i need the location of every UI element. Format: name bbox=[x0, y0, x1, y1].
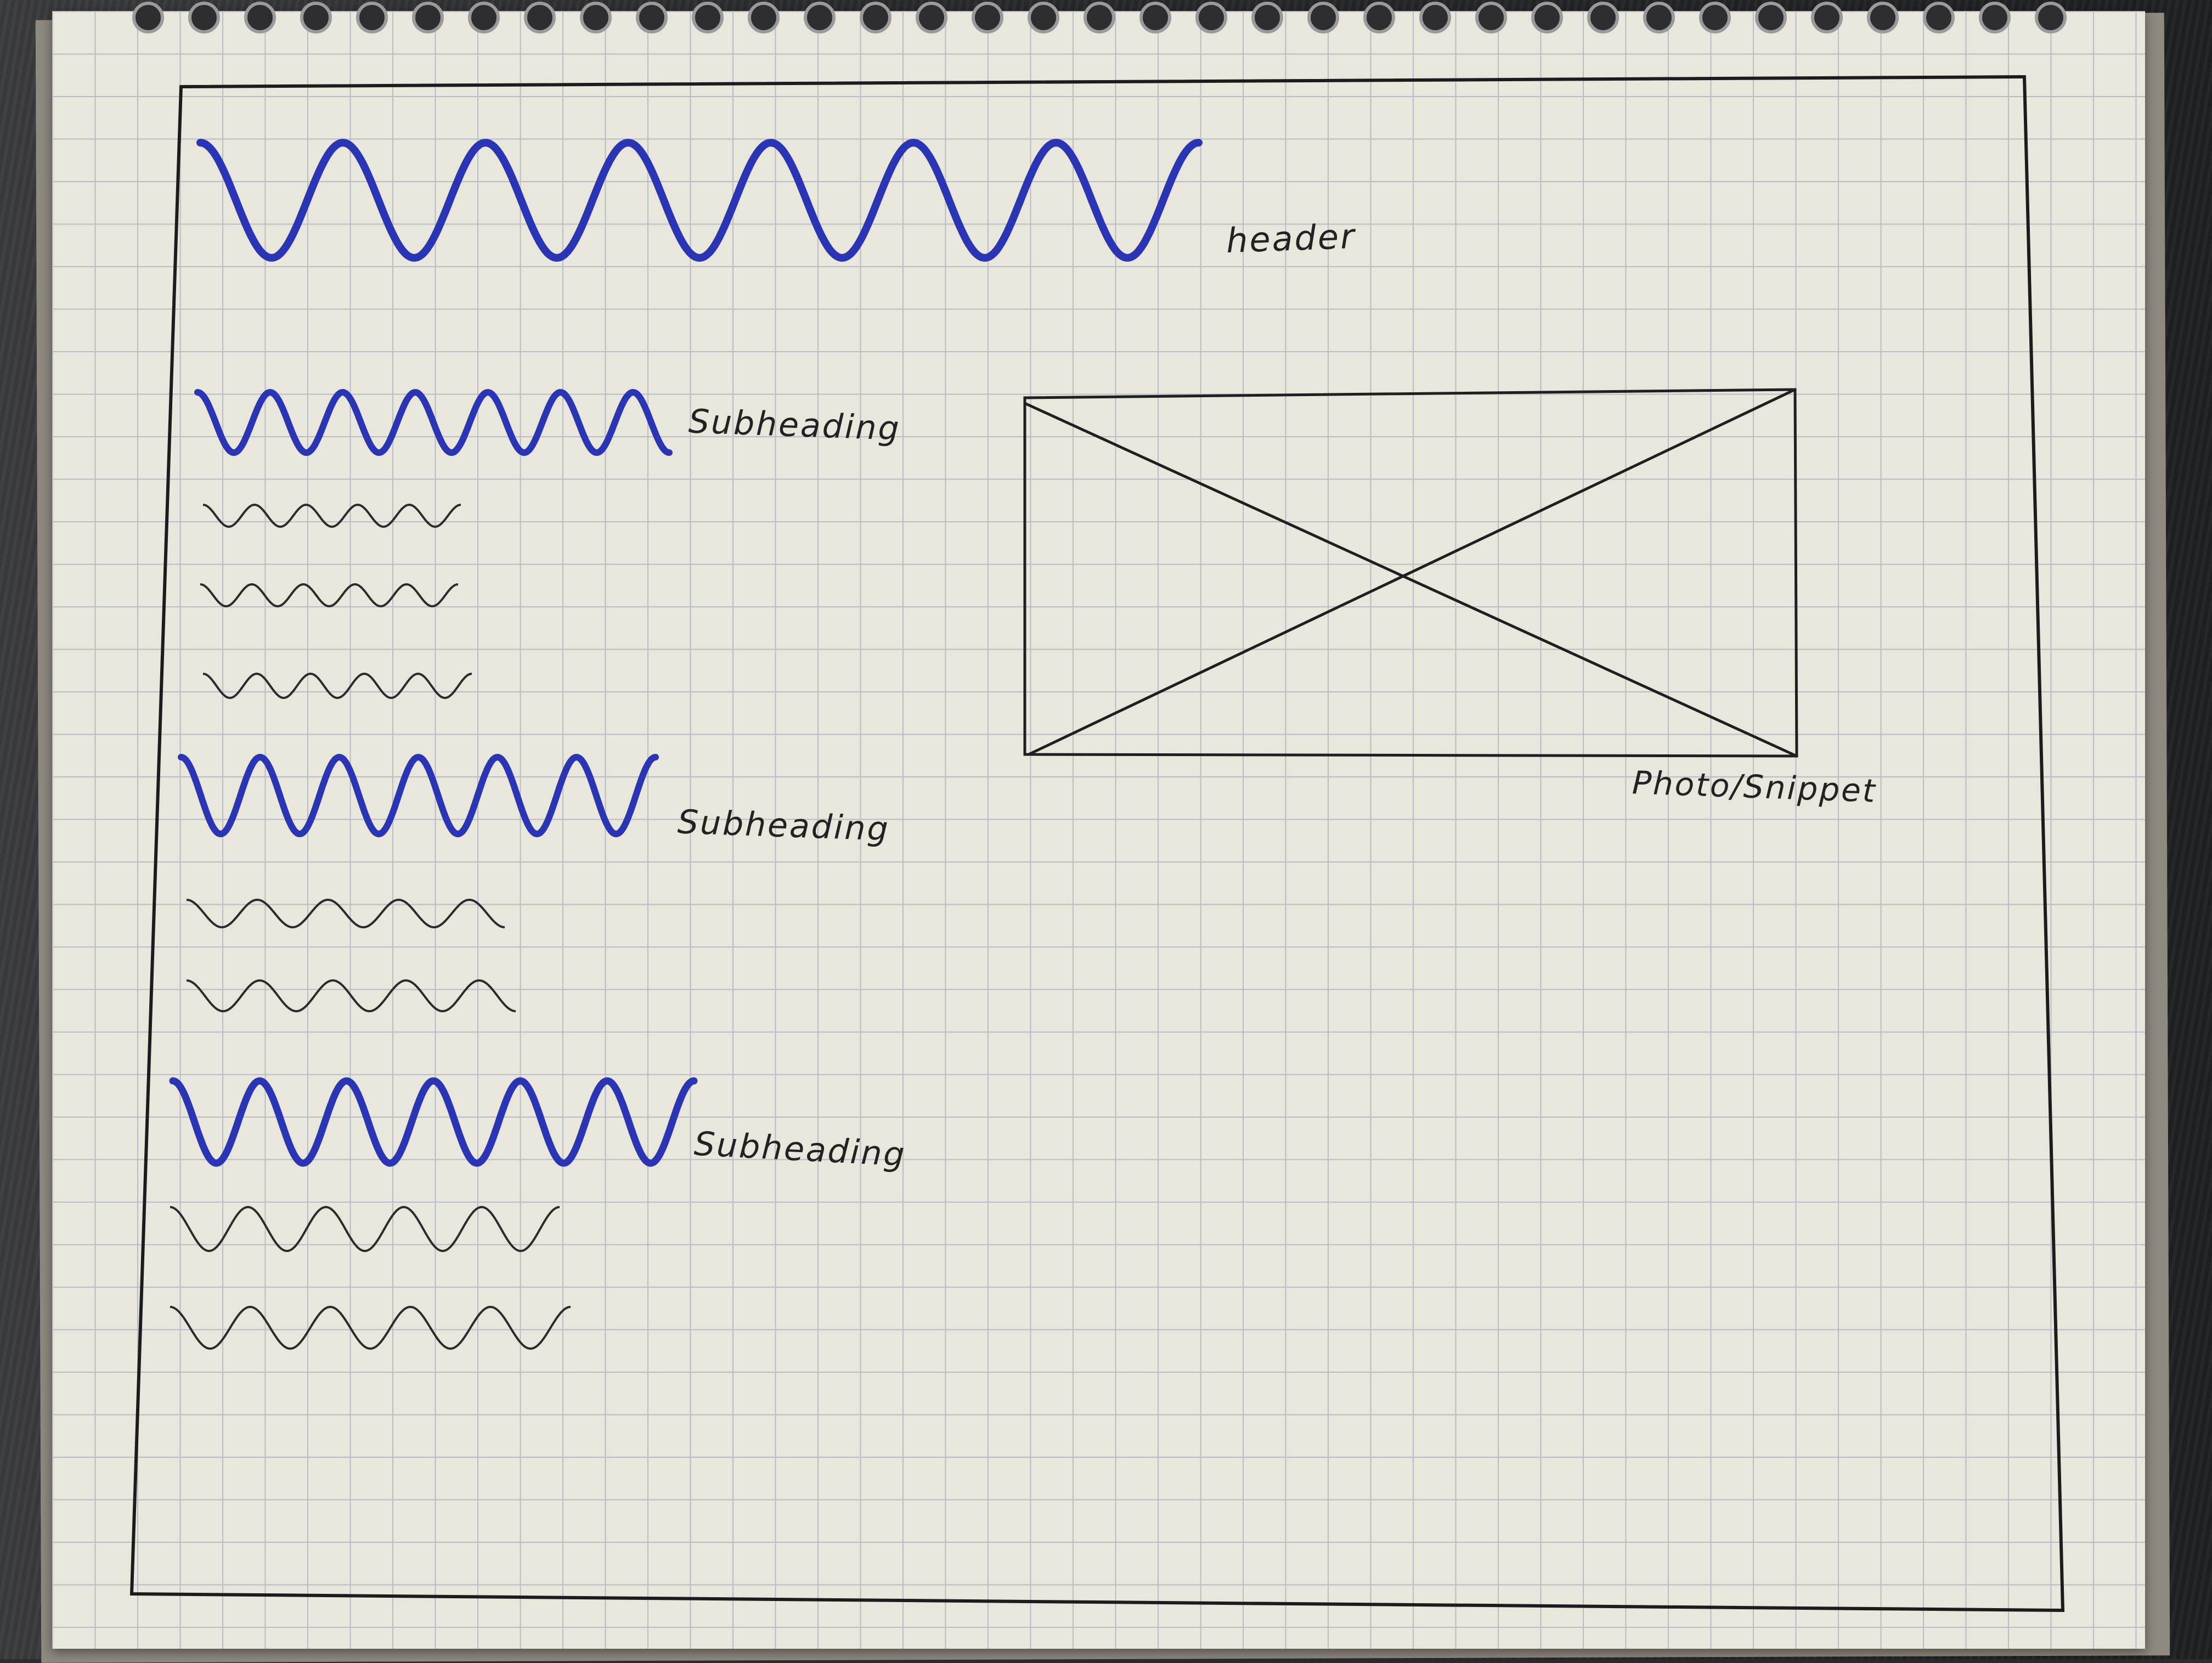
body-line-scribble bbox=[186, 979, 516, 1013]
spiral-ring bbox=[1923, 2, 1955, 33]
subheading-1-scribble bbox=[194, 388, 673, 456]
spiral-ring bbox=[132, 2, 164, 33]
subheading-1-annotation: Subheading bbox=[687, 402, 901, 448]
spiral-ring bbox=[356, 2, 388, 33]
spiral-ring bbox=[636, 2, 668, 33]
subheading-2-scribble bbox=[178, 753, 659, 838]
subheading-2-annotation: Subheading bbox=[676, 803, 890, 849]
body-line-scribble bbox=[170, 1205, 560, 1253]
body-line-scribble bbox=[200, 583, 459, 608]
spiral-ring bbox=[1139, 2, 1171, 33]
spiral-ring bbox=[1587, 2, 1619, 33]
subheading-3-scribble bbox=[169, 1077, 698, 1167]
spiral-ring bbox=[1251, 2, 1283, 33]
spiral-ring bbox=[972, 2, 1003, 33]
spiral-ring bbox=[300, 2, 332, 33]
spiral-ring bbox=[524, 2, 556, 33]
spiral-ring bbox=[1867, 2, 1899, 33]
spiral-ring bbox=[916, 2, 947, 33]
spiral-ring bbox=[1699, 2, 1731, 33]
spiral-ring bbox=[1811, 2, 1843, 33]
image-placeholder bbox=[1023, 388, 1798, 758]
body-line-scribble bbox=[170, 1305, 571, 1350]
spiral-ring bbox=[1419, 2, 1451, 33]
spiral-ring bbox=[860, 2, 891, 33]
spiral-ring bbox=[1755, 2, 1787, 33]
spiral-ring bbox=[748, 2, 780, 33]
header-scribble bbox=[196, 139, 1203, 262]
spiral-ring bbox=[1979, 2, 2011, 33]
spiral-ring bbox=[580, 2, 612, 33]
spiral-ring bbox=[412, 2, 444, 33]
spiral-ring bbox=[692, 2, 724, 33]
spiral-ring bbox=[1084, 2, 1115, 33]
spiral-ring bbox=[1363, 2, 1395, 33]
body-line-scribble bbox=[186, 899, 505, 928]
spiral-ring bbox=[1195, 2, 1227, 33]
spiral-ring bbox=[804, 2, 836, 33]
spiral-ring bbox=[2035, 2, 2067, 33]
spiral-ring bbox=[188, 2, 220, 33]
spiral-ring bbox=[468, 2, 500, 33]
body-line-scribble bbox=[202, 503, 461, 528]
header-annotation: header bbox=[1225, 216, 1357, 261]
spiral-ring bbox=[1475, 2, 1507, 33]
spiral-ring bbox=[1531, 2, 1563, 33]
spiral-ring bbox=[244, 2, 276, 33]
spiral-binding bbox=[132, 2, 2067, 33]
spiral-ring bbox=[1028, 2, 1059, 33]
spiral-ring bbox=[1643, 2, 1675, 33]
spiral-ring bbox=[1307, 2, 1339, 33]
page-frame bbox=[129, 75, 2065, 1613]
graph-paper-sheet bbox=[52, 11, 2145, 1649]
body-line-scribble bbox=[202, 672, 472, 700]
